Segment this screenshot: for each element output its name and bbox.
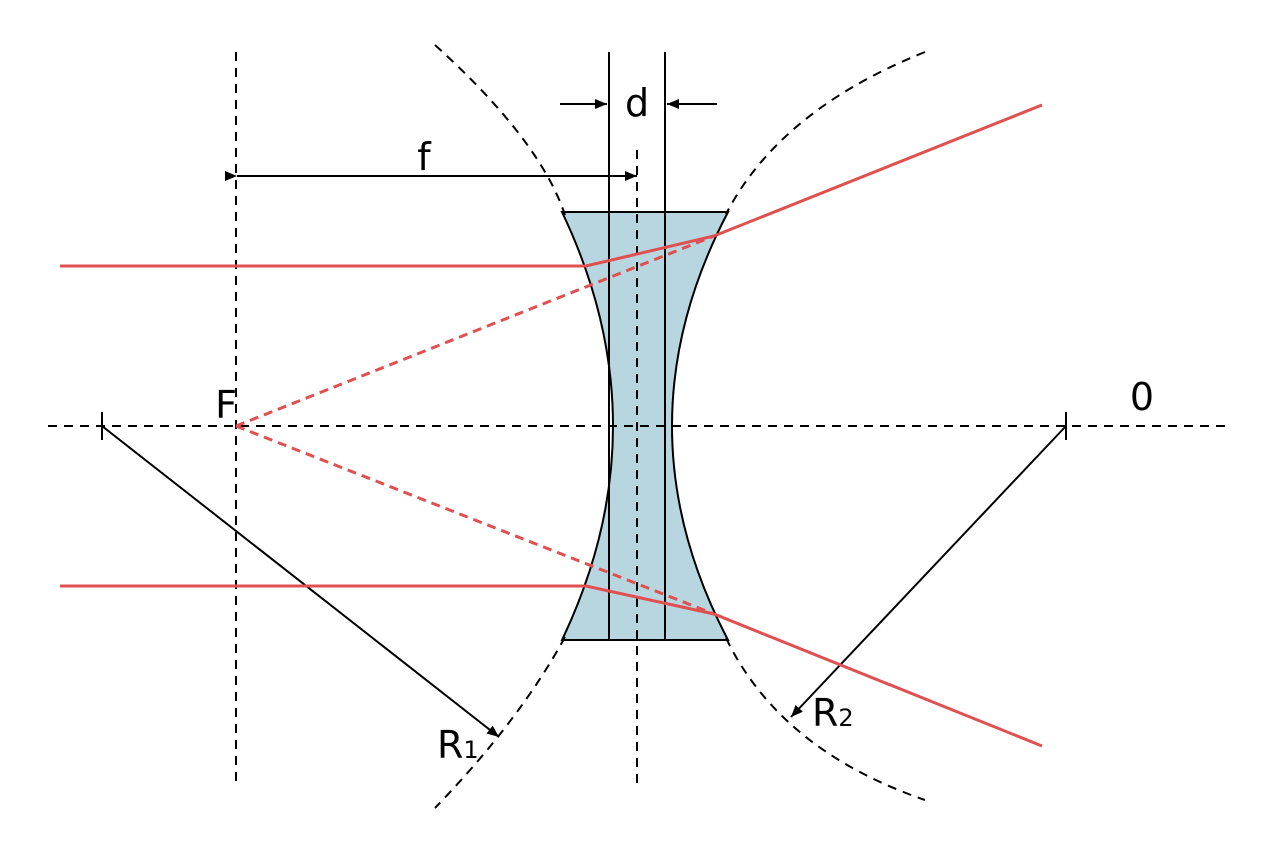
origin-label: 0 (1130, 375, 1154, 419)
curvature-arc-left-upper (434, 44, 566, 216)
curvature-arc-left-lower (434, 636, 566, 809)
focal-length-label: f (417, 135, 432, 179)
ray-upper (60, 103, 1043, 268)
radius-r1-label: R1 (437, 723, 479, 767)
curvature-arc-right-lower (725, 637, 926, 801)
radius-r1-main: R (437, 723, 463, 767)
focal-point-label: F (215, 383, 237, 427)
radius-r2-label: R2 (812, 691, 854, 735)
virtual-ray-lower (235, 424, 715, 616)
virtual-ray-upper (235, 234, 715, 428)
ray-lower (60, 584, 1043, 748)
curvature-arc-right-upper (725, 51, 926, 215)
radius-r1-subscript: 1 (463, 736, 478, 764)
radius-r2-main: R (812, 691, 838, 735)
radius-arrow-r1 (101, 425, 500, 738)
radius-r2-subscript: 2 (838, 704, 853, 732)
thickness-label: d (625, 81, 649, 125)
radius-arrow-r2 (790, 425, 1067, 718)
